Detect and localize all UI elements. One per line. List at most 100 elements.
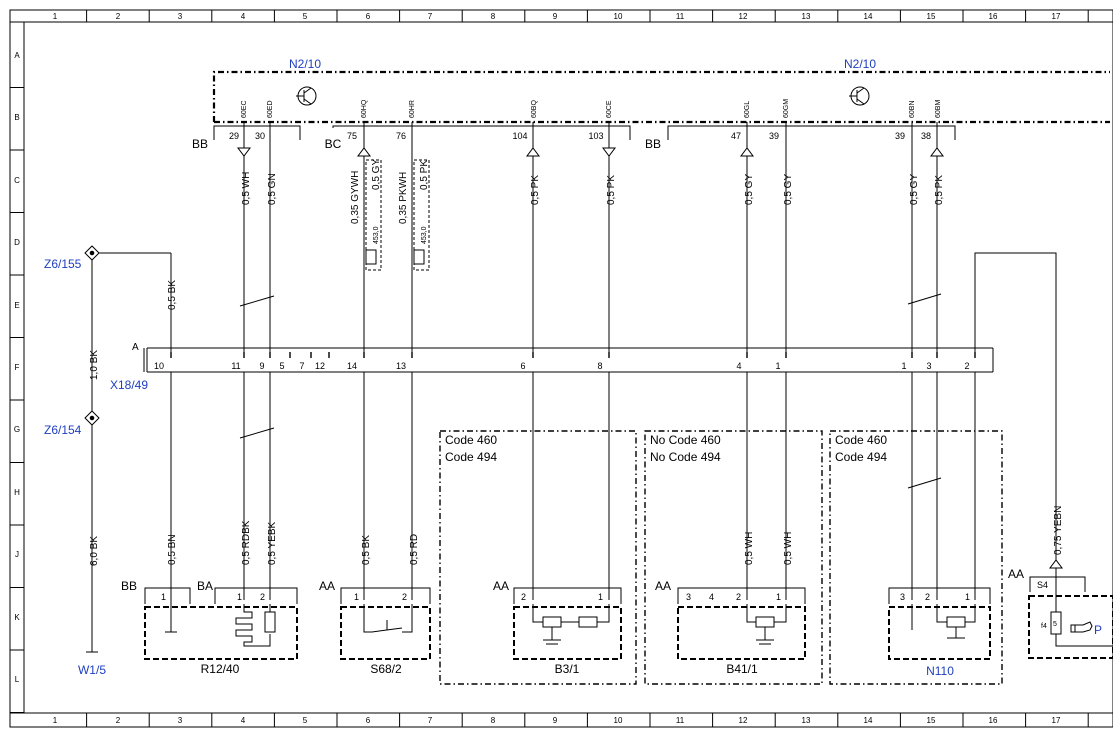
grid-row: J xyxy=(15,550,19,559)
pin-number: 1 xyxy=(161,592,166,602)
wire-label: 0,5 PK xyxy=(934,175,945,205)
grid-col: 10 xyxy=(614,12,623,21)
w1-5-label: W1/5 xyxy=(78,663,106,677)
pin-number: 30 xyxy=(255,131,265,141)
s68-2-component xyxy=(340,587,431,660)
grid-col: 1 xyxy=(53,716,58,725)
junction-icon xyxy=(84,245,100,261)
grid-col: 12 xyxy=(739,12,748,21)
s4-label: S4 xyxy=(1037,580,1048,590)
grid-col: 12 xyxy=(739,716,748,725)
grid-col: 7 xyxy=(428,716,433,725)
pin-number: 6 xyxy=(520,361,525,371)
grid-col: 2 xyxy=(116,12,121,21)
grid-col: 10 xyxy=(614,716,623,725)
wire-label: 0,5 PK xyxy=(606,175,617,205)
connector-group: AA xyxy=(319,579,335,593)
grid-col: 8 xyxy=(491,716,496,725)
code-453-label: 453,0 xyxy=(373,226,380,244)
pin-number: 47 xyxy=(731,131,741,141)
b3-1-pins: 2 1 xyxy=(521,592,603,602)
grid-col: 2 xyxy=(116,716,121,725)
pin-number: 38 xyxy=(921,131,931,141)
grid-col: 14 xyxy=(864,716,873,725)
transistor-icon xyxy=(849,86,870,106)
grid-row: B xyxy=(14,113,19,122)
grid-row: F xyxy=(15,363,20,372)
grid-col: 17 xyxy=(1052,12,1061,21)
shield-boxes xyxy=(365,159,430,271)
n110-component xyxy=(888,587,991,660)
code-453-label: 453,0 xyxy=(421,226,428,244)
n2-10-label-left: N2/10 xyxy=(289,57,321,71)
r12-40-component xyxy=(144,587,298,660)
grid-row: G xyxy=(14,425,20,434)
grid-col: 13 xyxy=(802,716,811,725)
pin-code: 60BQ xyxy=(531,100,538,118)
wire-label: 0,5 GY xyxy=(909,174,920,205)
grid-row: L xyxy=(15,675,20,684)
pin-number: 3 xyxy=(900,592,905,602)
n2-10-label-right: N2/10 xyxy=(844,57,876,71)
pin-number: 1 xyxy=(354,592,359,602)
junction-icon xyxy=(84,410,100,426)
x18-49-pin-ticks xyxy=(170,352,976,358)
grid-col: 6 xyxy=(366,12,371,21)
pin-number: 8 xyxy=(597,361,602,371)
b41-1-pins: 3 4 2 1 xyxy=(686,592,781,602)
wire-label: 0,5 YEBK xyxy=(267,521,278,565)
pin-number: 1 xyxy=(237,592,242,602)
wire-label: 0,5 GY xyxy=(371,159,382,190)
grid-column-labels-bottom: 1 2 3 4 5 6 7 8 9 10 11 12 13 14 15 16 1… xyxy=(53,716,1061,725)
x18-49-label: X18/49 xyxy=(110,378,148,392)
grid-col: 5 xyxy=(303,12,308,21)
connector-group: AA xyxy=(1008,567,1024,581)
pin-number: 2 xyxy=(521,592,526,602)
s4-fuse-label: f4 xyxy=(1041,623,1047,630)
grid-row: K xyxy=(14,613,20,622)
wire-label: 0,5 WH xyxy=(783,532,794,565)
b41-1-component xyxy=(677,587,806,660)
pin-code: 60EC xyxy=(241,100,248,118)
lower-connector-groups: BB BA AA AA AA AA xyxy=(121,567,1024,593)
connector-group-bb: BB xyxy=(645,137,661,151)
connector-group: BB xyxy=(121,579,137,593)
wire-label: 0,5 PK xyxy=(530,175,541,205)
r12-40-label: R12/40 xyxy=(201,662,240,676)
connector-group-bb: BB xyxy=(192,137,208,151)
pin-number: 103 xyxy=(588,131,603,141)
grid-row: C xyxy=(14,176,20,185)
pin-number: 12 xyxy=(315,361,325,371)
s68-2-pins: 1 2 xyxy=(354,592,407,602)
x18-49-pin-numbers: 10 11 9 5 7 12 14 13 6 8 4 1 1 3 2 xyxy=(154,361,970,371)
grid-col: 4 xyxy=(241,12,246,21)
grid-col: 8 xyxy=(491,12,496,21)
pin-number: 4 xyxy=(736,361,741,371)
lower-wires xyxy=(170,372,976,600)
upper-wires xyxy=(239,122,1057,560)
pin-number: 2 xyxy=(736,592,741,602)
code-boxes xyxy=(439,430,1003,685)
pin-number: 1 xyxy=(901,361,906,371)
grid-col: 15 xyxy=(927,12,936,21)
x18-49-connector xyxy=(143,347,994,373)
pin-code: 60HR xyxy=(409,100,416,118)
pointing-hand-icon[interactable] xyxy=(1070,621,1093,633)
pin-number: 11 xyxy=(231,361,240,371)
code-box-1-line-1: Code 460 xyxy=(445,433,497,447)
page-reference-link[interactable]: P xyxy=(1094,623,1102,637)
wire-label: 0,5 WH xyxy=(744,532,755,565)
grid-row: E xyxy=(14,301,19,310)
b3-1-component xyxy=(513,587,622,660)
code-box-3-line-2: Code 494 xyxy=(835,450,887,464)
grid-col: 16 xyxy=(989,12,998,21)
pin-number: 3 xyxy=(686,592,691,602)
pin-direction-markers xyxy=(237,147,1063,569)
grid-col: 15 xyxy=(927,716,936,725)
pin-number: 3 xyxy=(926,361,931,371)
r12-40-pins: 1 1 2 xyxy=(161,592,265,602)
grid-col: 13 xyxy=(802,12,811,21)
grid-col: 9 xyxy=(553,716,558,725)
z6-155-label: Z6/155 xyxy=(44,257,82,271)
